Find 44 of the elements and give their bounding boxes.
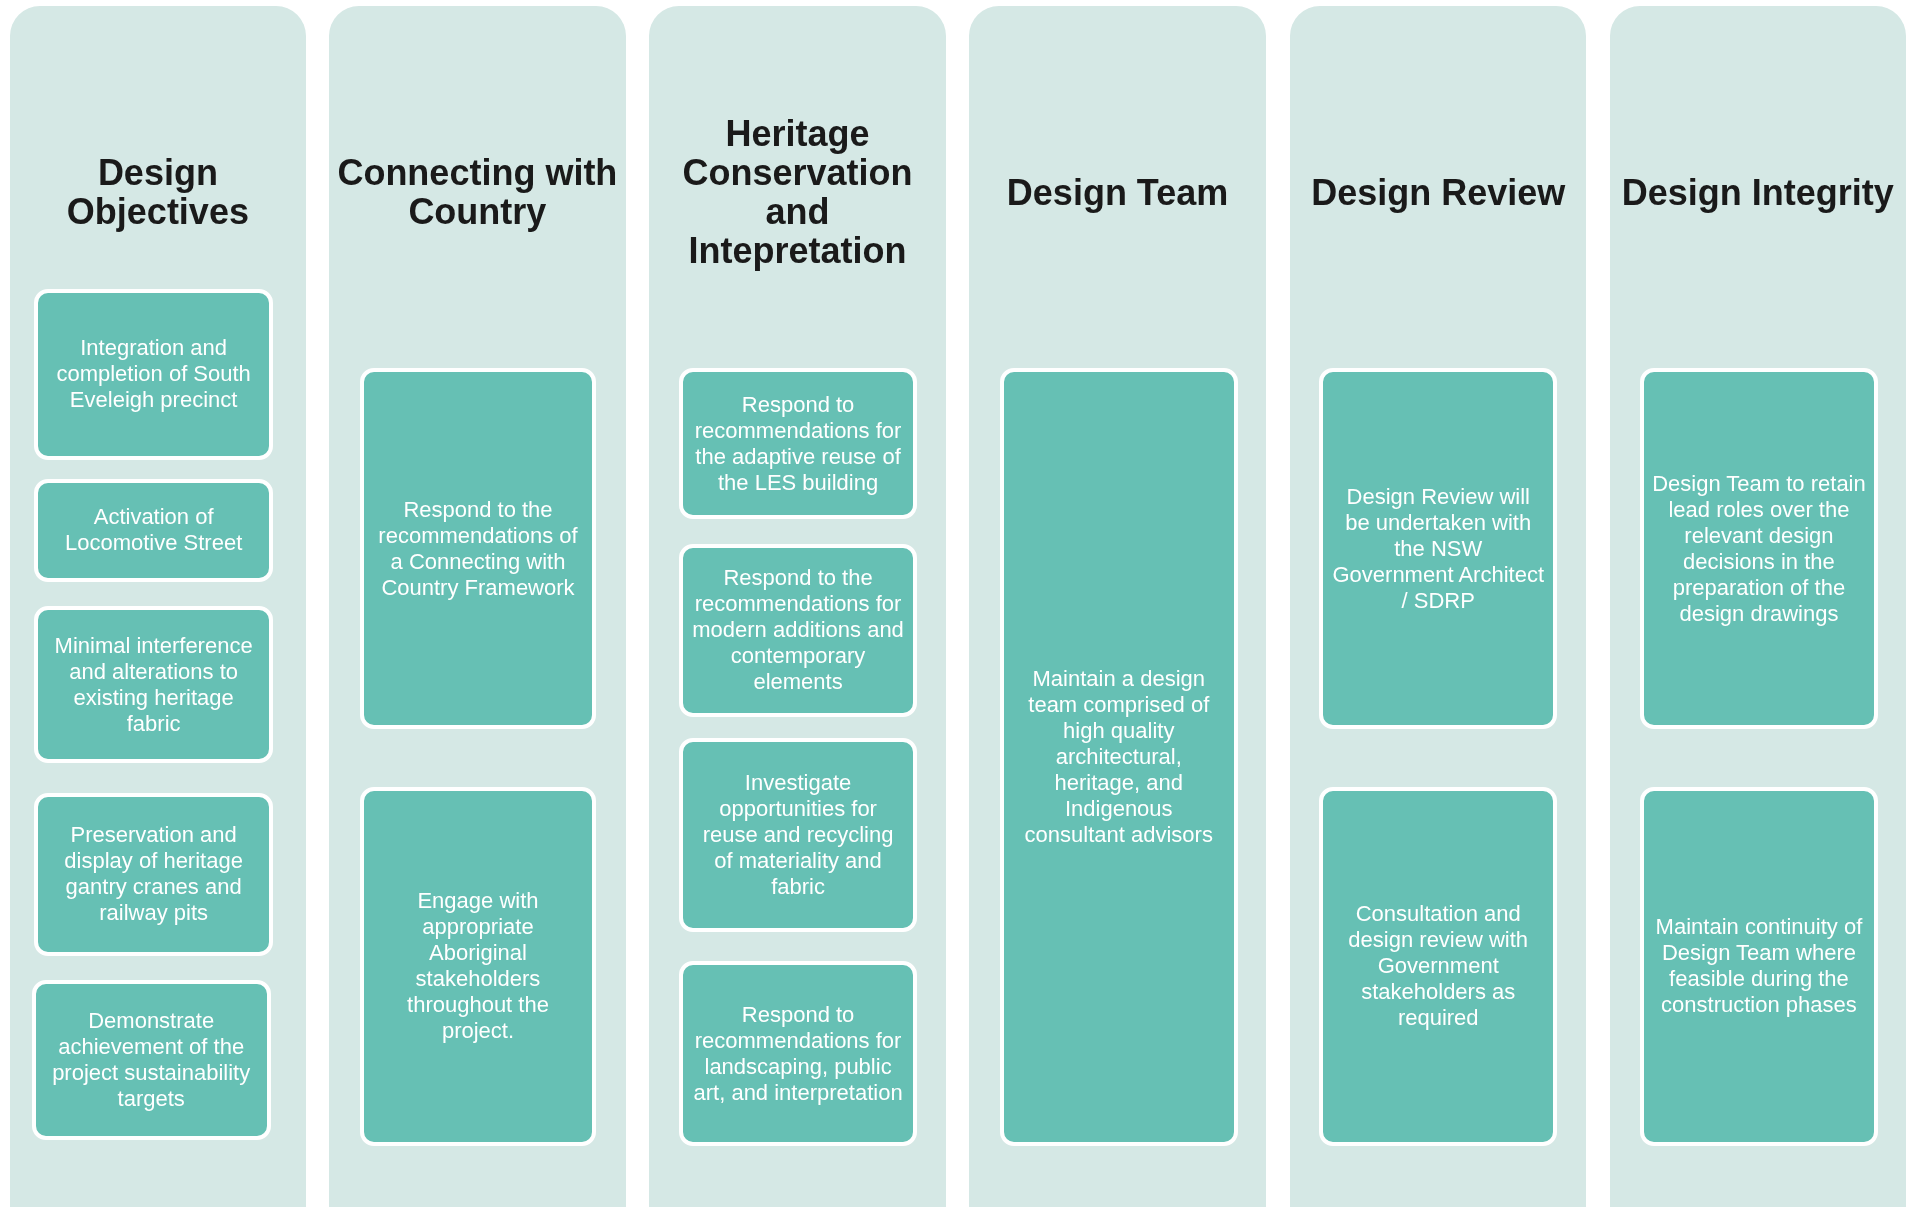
text-card [34, 479, 274, 582]
card-text: Respond to recommendations for landscaping, public art, and interpretation [692, 1001, 904, 1106]
text-card [1319, 368, 1558, 730]
card-text: Respond to recommendations for the adaptive reuse of the LES building [693, 391, 903, 496]
card-text: Minimal interference and alterations to existing heritage fabric [53, 632, 254, 737]
text-card [679, 368, 917, 520]
card-text: Engage with appropriate Aboriginal stakeholders throughout the project. [406, 888, 550, 1045]
column-heading: Design Objectives [65, 153, 250, 232]
column-panel [1290, 6, 1587, 1207]
text-card [1319, 786, 1558, 1147]
column-heading: Design Review [1310, 172, 1567, 212]
card-text: Investigate opportunities for reuse and recycling of materiality and fabric [701, 769, 895, 900]
card-text: Respond to the recommendations of a Connecting with Country Framework [377, 496, 579, 601]
card-text: Maintain a design team comprised of high quality architectural, heritage, and Indigenous consultant advisors [1023, 666, 1214, 849]
card-text: Design Team to retain lead roles over the relevant design decisions in the preparation of the design drawings [1651, 470, 1867, 627]
card-text: Respond to the recommendations for modern additions and contemporary elements [691, 565, 905, 696]
column-heading: Design Team [1005, 172, 1230, 212]
text-card [34, 792, 274, 956]
text-card [679, 737, 917, 932]
card-text: Activation of Locomotive Street [63, 504, 244, 557]
column-heading: Connecting with Country [336, 153, 619, 232]
card-text: Preservation and display of heritage gantry cranes and railway pits [63, 822, 244, 927]
card-text: Demonstrate achievement of the project sustainability targets [51, 1008, 252, 1113]
text-card [1640, 786, 1878, 1147]
column-heading: Design Integrity [1620, 172, 1895, 212]
card-text: Design Review will be undertaken with the NSW Government Architect / SDRP [1331, 483, 1545, 614]
column-panel [1609, 6, 1906, 1207]
text-card [999, 368, 1238, 1147]
text-card [1640, 368, 1878, 730]
column-panel [9, 6, 307, 1207]
card-text: Consultation and design review with Government stakeholders as required [1347, 901, 1530, 1032]
column-panel [969, 6, 1266, 1207]
text-card [679, 960, 917, 1147]
column-heading: Heritage Conservation and Intepretation [681, 114, 914, 271]
text-card [359, 368, 597, 730]
column-panel [648, 6, 947, 1207]
text-card [34, 606, 274, 764]
text-card [34, 289, 274, 460]
text-card [31, 980, 271, 1141]
card-text: Integration and completion of South Eveleigh precinct [55, 335, 252, 414]
column-panel [329, 6, 626, 1207]
card-text: Maintain continuity of Design Team where feasible during the construction phases [1654, 914, 1864, 1019]
text-card [679, 543, 917, 717]
text-card [359, 786, 597, 1147]
